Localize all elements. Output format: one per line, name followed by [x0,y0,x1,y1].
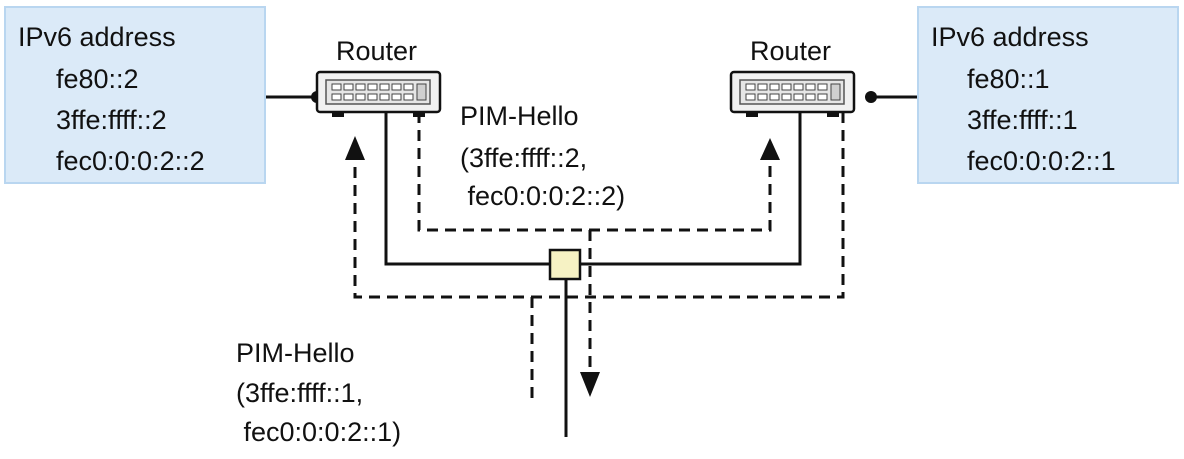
right-router-cable [580,112,802,266]
right-router-label: Router [750,36,832,66]
hello-left-line1: (3ffe:ffff::2, [460,143,588,173]
left-address-2: 3ffe:ffff::2 [56,105,167,135]
hello-right-arrow-up [345,136,365,160]
right-router-icon [729,70,856,117]
right-address-box: IPv6 address fe80::1 3ffe:ffff::1 fec0:0… [917,6,1179,184]
right-link-port [865,91,877,103]
left-address-1: fe80::2 [56,64,139,94]
left-router-label: Router [336,36,418,66]
hello-left-arrow-down [580,372,600,397]
left-address-3: fec0:0:0:2::2 [56,146,205,176]
hello-left-arrow-up [760,138,780,160]
right-address-3: fec0:0:0:2::1 [967,146,1116,176]
hello-left-line2: fec0:0:0:2::2) [460,181,626,211]
hello-right-path [353,112,845,299]
hello-right-line2: fec0:0:0:2::1) [236,417,402,447]
right-address-2: 3ffe:ffff::1 [967,105,1078,135]
left-router-icon [315,70,442,117]
left-router-cable [384,112,550,266]
hello-right-line1: (3ffe:ffff::1, [236,378,364,408]
right-address-1: fe80::1 [967,64,1050,94]
hello-right-title: PIM-Hello [236,338,355,368]
hello-left-path [417,112,772,232]
hello-left-title: PIM-Hello [460,101,579,131]
left-address-heading: IPv6 address [18,22,176,52]
hub-icon [548,248,582,281]
left-address-box: IPv6 address fe80::2 3ffe:ffff::2 fec0:0… [4,6,266,184]
right-address-heading: IPv6 address [931,22,1089,52]
